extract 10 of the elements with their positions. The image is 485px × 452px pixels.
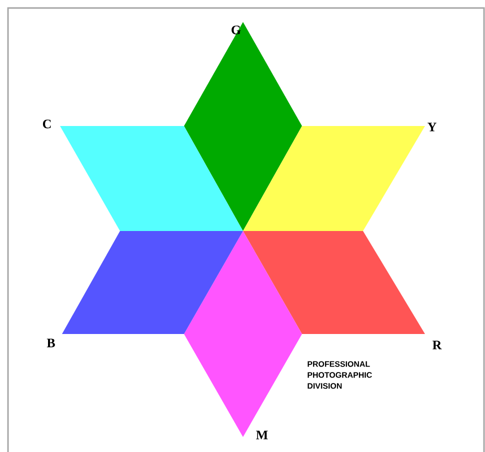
rhombus [60,126,243,231]
rhombus [62,231,243,334]
rhombus [243,231,425,334]
vertex-letter: R [432,340,442,350]
vertex-letter: B [46,338,55,348]
vertex-letter: Y [428,122,436,132]
rhombus [243,126,425,231]
vertex-letter: M [256,430,268,440]
vertex-letter: C [42,120,51,128]
rhombus [184,22,302,231]
